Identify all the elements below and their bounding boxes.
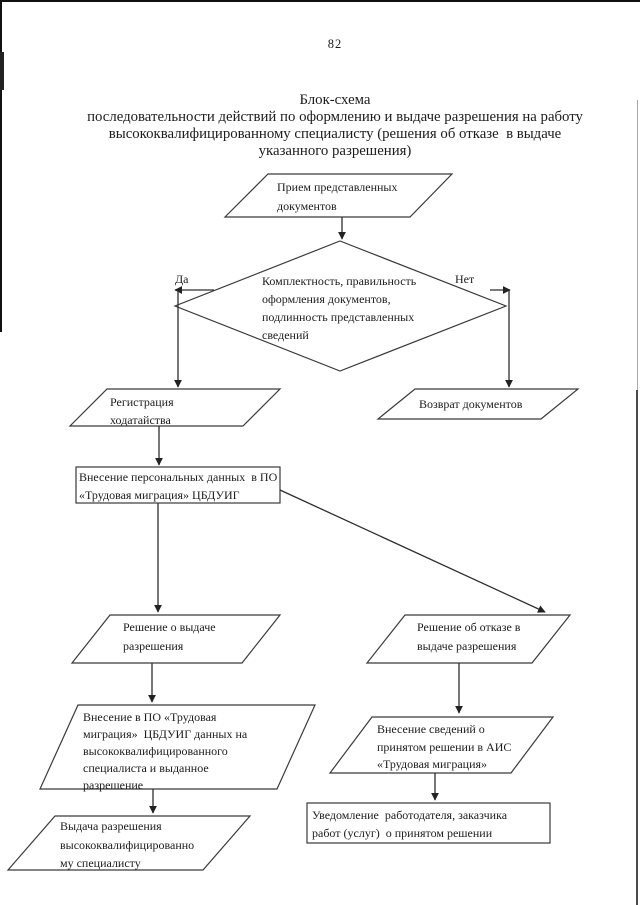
issue-permit-shape	[6, 815, 252, 871]
decision-issue-shape	[70, 614, 282, 664]
return-documents-shape	[376, 388, 580, 420]
decision-refuse-shape	[365, 614, 572, 664]
enter-personal-data-shape	[75, 466, 281, 504]
arrow-enter-data-to-refuse-diagonal	[279, 489, 546, 613]
page-border-right-light	[637, 100, 638, 390]
notify-employer-shape	[306, 802, 551, 844]
branch-label-no: Нет	[455, 272, 475, 286]
page-border-left	[0, 0, 2, 332]
branch-label-yes: Да	[175, 272, 189, 286]
return-documents-label: Возврат документов	[419, 397, 523, 411]
completeness-check-diamond-shape	[173, 240, 508, 372]
enter-specialist-data-shape	[39, 704, 316, 790]
page-number: 82	[327, 37, 343, 51]
enter-personal-data-label: Внесение персональных данных в ПО«Трудов…	[79, 470, 278, 502]
register-petition-shape	[68, 388, 282, 427]
enter-decision-info-shape	[328, 716, 555, 774]
page-border-left-mark	[0, 52, 4, 90]
start-node-shape	[223, 173, 454, 218]
page-border-top	[0, 0, 640, 2]
page-border-right-dark	[636, 390, 638, 905]
